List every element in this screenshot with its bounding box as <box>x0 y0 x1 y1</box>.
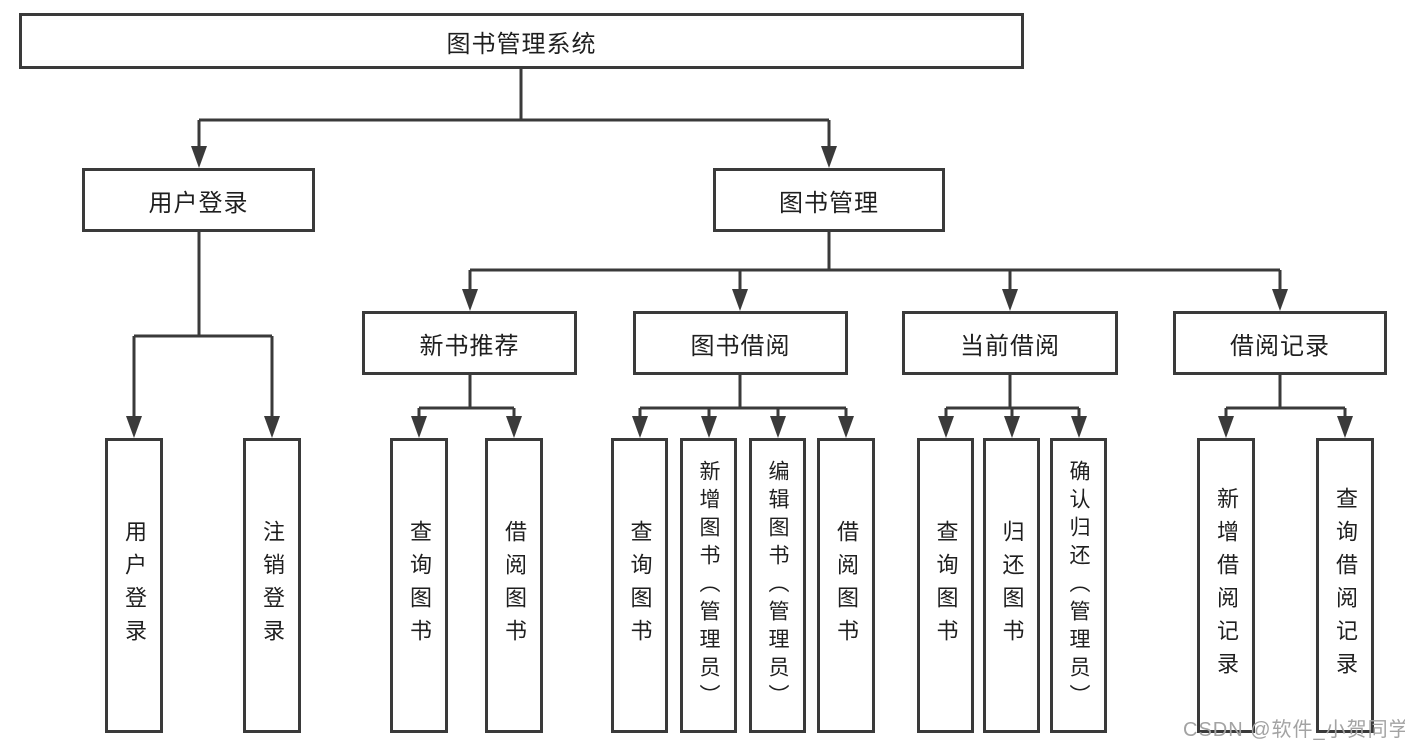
arrowhead <box>938 416 954 438</box>
node-leaf-add-book-admin: 新增图书（管理员） <box>680 438 737 733</box>
arrowhead <box>701 416 717 438</box>
node-leaf-query-current: 查询图书 <box>917 438 974 733</box>
node-leaf-borrow-book: 借阅图书 <box>817 438 875 733</box>
node-leaf-confirm-return-admin: 确认归还（管理员） <box>1050 438 1107 733</box>
node-label: 借阅图书 <box>502 519 527 652</box>
node-label: 归还图书 <box>999 519 1025 652</box>
node-label: 用户登录 <box>148 189 249 217</box>
arrowhead <box>1218 416 1234 438</box>
node-label: 借阅记录 <box>1230 332 1330 360</box>
node-label: 编辑图书（管理员） <box>766 459 789 712</box>
arrowhead <box>732 289 748 311</box>
arrowhead <box>411 416 427 438</box>
connector-root-to-level2 <box>191 69 837 168</box>
node-leaf-logout: 注销登录 <box>243 438 301 733</box>
node-borrow-record: 借阅记录 <box>1173 311 1387 375</box>
csdn-watermark: CSDN @软件_小贺同学 <box>1183 719 1405 741</box>
node-label: 查询图书 <box>627 519 653 652</box>
arrowhead <box>838 416 854 438</box>
node-label: 新增借阅记录 <box>1214 486 1239 685</box>
node-user-login: 用户登录 <box>82 168 315 232</box>
node-label: 图书管理系统 <box>446 30 597 58</box>
node-label: 查询借阅记录 <box>1333 486 1358 685</box>
node-root-system: 图书管理系统 <box>19 13 1024 69</box>
node-leaf-query-book: 查询图书 <box>611 438 668 733</box>
node-current-borrow: 当前借阅 <box>902 311 1118 375</box>
arrowhead <box>264 416 280 438</box>
arrowhead <box>1272 289 1288 311</box>
arrowhead <box>1004 416 1020 438</box>
node-book-borrow: 图书借阅 <box>633 311 848 375</box>
arrowhead <box>462 289 478 311</box>
node-leaf-borrow-book-recommend: 借阅图书 <box>485 438 543 733</box>
node-leaf-user-login: 用户登录 <box>105 438 163 733</box>
node-label: 新书推荐 <box>419 332 520 360</box>
connector-book-borrow-children <box>632 375 854 438</box>
connector-borrow-record-children <box>1218 375 1353 438</box>
node-label: 图书借阅 <box>690 332 791 360</box>
arrowhead <box>632 416 648 438</box>
connector-new-book-children <box>411 375 522 438</box>
node-label: 新增图书（管理员） <box>697 459 720 712</box>
node-label: 借阅图书 <box>834 519 859 652</box>
node-new-book-recommend: 新书推荐 <box>362 311 577 375</box>
node-label: 用户登录 <box>122 519 147 652</box>
node-label: 当前借阅 <box>960 332 1060 360</box>
node-label: 确认归还（管理员） <box>1067 459 1090 712</box>
arrowhead <box>191 146 207 168</box>
node-leaf-query-borrow-record: 查询借阅记录 <box>1316 438 1374 733</box>
arrowhead <box>506 416 522 438</box>
node-label: 注销登录 <box>260 519 285 652</box>
connector-user-login-children <box>126 232 280 438</box>
connector-book-mgmt-children <box>462 232 1288 311</box>
arrowhead <box>1071 416 1087 438</box>
arrowhead <box>770 416 786 438</box>
node-label: 查询图书 <box>407 519 432 652</box>
connector-current-borrow-children <box>938 375 1087 438</box>
node-book-management: 图书管理 <box>713 168 945 232</box>
node-label: 查询图书 <box>933 519 959 652</box>
node-leaf-return-book: 归还图书 <box>983 438 1040 733</box>
node-leaf-add-borrow-record: 新增借阅记录 <box>1197 438 1255 733</box>
arrowhead <box>1337 416 1353 438</box>
arrowhead <box>821 146 837 168</box>
node-label: 图书管理 <box>779 189 879 217</box>
arrowhead <box>1002 289 1018 311</box>
node-leaf-query-book-recommend: 查询图书 <box>390 438 448 733</box>
node-leaf-edit-book-admin: 编辑图书（管理员） <box>749 438 806 733</box>
arrowhead <box>126 416 142 438</box>
